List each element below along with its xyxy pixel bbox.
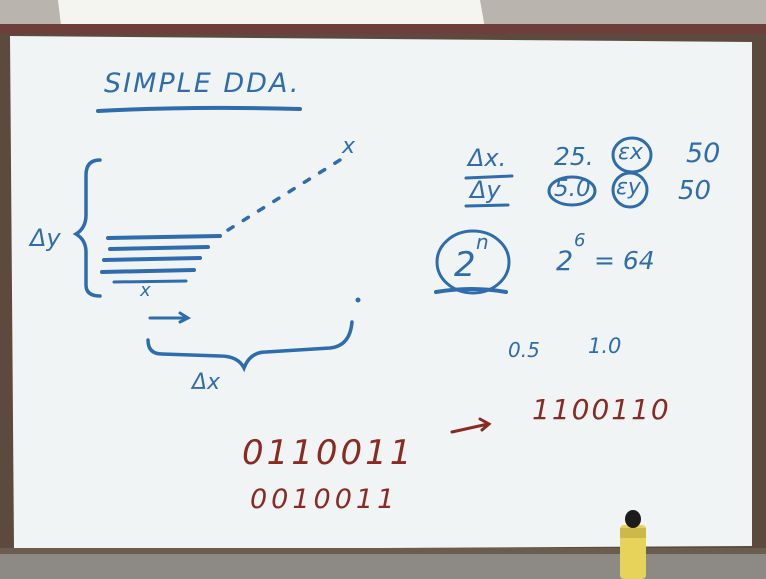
two-6-result: = 64: [594, 246, 655, 275]
value-25: 25.: [554, 142, 594, 171]
binary-value-2: 1100110: [532, 393, 671, 426]
value-50-b: 50: [678, 176, 712, 206]
two-n-exponent: n: [476, 230, 489, 254]
dotted-line: [226, 158, 342, 232]
ratio-dx: Δx.: [468, 144, 507, 172]
step-line: [112, 279, 188, 284]
two-6-exponent: 6: [574, 230, 586, 251]
epsilon-x: εx: [618, 140, 643, 165]
step-line: [108, 245, 210, 251]
whiteboard-surface: [10, 36, 752, 550]
dy-brace: [72, 158, 102, 298]
x-mark-top: x: [342, 134, 356, 159]
epsilon-y: εy: [616, 175, 641, 200]
step-line: [106, 234, 222, 240]
circle-mark: [547, 175, 597, 207]
arrow-icon: [148, 311, 192, 324]
marker-pen: [620, 510, 646, 579]
ratio-dy: Δy: [470, 176, 501, 204]
arrow-icon: [450, 417, 492, 434]
circle-mark: [611, 171, 649, 209]
step-line: [100, 268, 196, 274]
dx-brace: [146, 320, 354, 373]
board-tray: [0, 550, 766, 579]
title-underline: [96, 105, 302, 113]
step-line: [102, 256, 202, 262]
dx-label: Δx: [192, 370, 221, 395]
value-50-a: 50: [686, 138, 721, 169]
circle-mark: [435, 229, 511, 295]
board-title: SIMPLE DDA.: [104, 68, 301, 99]
value-1-0: 1.0: [588, 334, 622, 358]
value-0-5: 0.5: [508, 338, 540, 362]
fraction-bar: [464, 203, 510, 208]
binary-value-3: 0010011: [250, 484, 399, 515]
fraction-bar: [464, 174, 514, 180]
value-5-0: 5.0: [554, 176, 591, 202]
two-6-base: 2: [556, 246, 574, 277]
binary-value-1: 0110011: [242, 433, 415, 473]
x-mark-bottom: x: [140, 280, 151, 301]
two-n-base: 2: [454, 245, 476, 285]
dy-label: Δy: [30, 224, 61, 252]
